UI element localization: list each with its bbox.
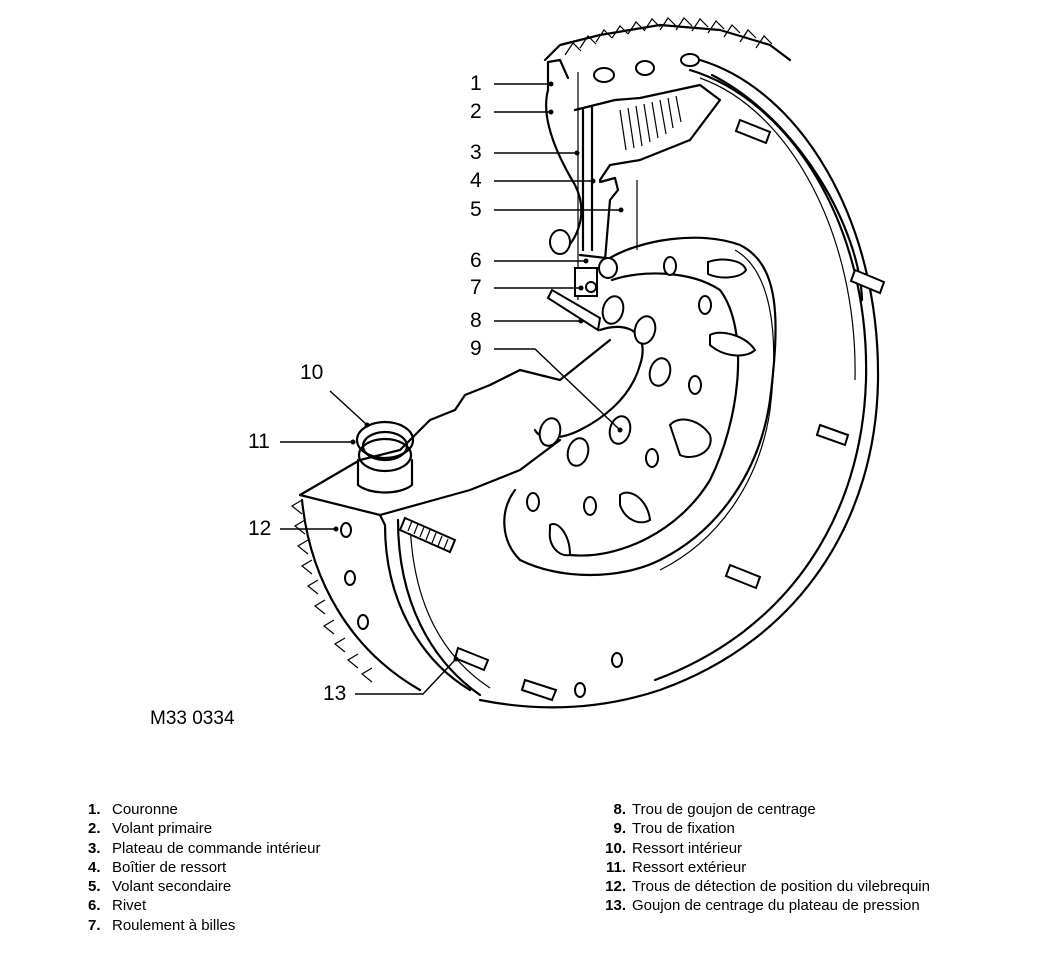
- legend-label: Roulement à billes: [112, 916, 236, 934]
- legend-item: 13. Goujon de centrage du plateau de pres…: [588, 896, 930, 915]
- legend-item: 6. Rivet: [88, 896, 320, 915]
- ring-gear-top: [543, 17, 792, 92]
- legend-number: 5.: [88, 878, 101, 896]
- legend-label: Ressort extérieur: [632, 858, 747, 876]
- legend-item: 9. Trou de fixation: [588, 819, 930, 838]
- legend-number: 12.: [605, 878, 626, 896]
- legend-number: 1.: [88, 801, 101, 818]
- callout-1: 1: [470, 72, 482, 95]
- callout-5: 5: [470, 198, 482, 221]
- legend-number: 8.: [613, 801, 626, 818]
- legend-item: 1. Couronne: [88, 800, 320, 819]
- legend-number: 3.: [88, 839, 101, 857]
- callout-7: 7: [470, 276, 482, 299]
- legend-label: Trous de détection de position du vilebr…: [632, 878, 930, 896]
- legend-item: 10. Ressort intérieur: [588, 839, 930, 858]
- leader-lines: [280, 81, 624, 695]
- legend-right-column: 8. Trou de goujon de centrage 9. Trou de f…: [588, 800, 930, 916]
- legend-number: 13.: [605, 897, 626, 915]
- legend-label: Volant secondaire: [112, 878, 232, 896]
- legend-item: 11. Ressort extérieur: [588, 858, 930, 877]
- legend-item: 8. Trou de goujon de centrage: [588, 800, 930, 819]
- flywheel-cutaway-drawing: [280, 17, 886, 709]
- legend-label: Boîtier de ressort: [112, 858, 227, 876]
- callout-8: 8: [470, 309, 482, 332]
- callout-2: 2: [470, 100, 482, 123]
- callout-13: 13: [323, 682, 347, 705]
- legend-number: 9.: [613, 820, 626, 838]
- legend-left-column: 1. Couronne 2. Volant primaire 3. Plateau d…: [88, 800, 320, 935]
- lower-section: [290, 338, 612, 697]
- cross-section-top: [545, 53, 722, 300]
- legend-label: Goujon de centrage du plateau de pressio…: [632, 897, 920, 915]
- legend-number: 11.: [605, 858, 626, 876]
- outer-rim: [478, 58, 880, 709]
- legend-number: 7.: [88, 916, 101, 934]
- legend-item: 2. Volant primaire: [88, 819, 320, 838]
- legend-label: Rivet: [112, 897, 147, 915]
- outer-studs: [520, 118, 886, 702]
- hub-face: [503, 229, 777, 577]
- legend-label: Plateau de commande intérieur: [112, 839, 321, 857]
- legend-item: 5. Volant secondaire: [88, 877, 320, 896]
- legend-label: Couronne: [112, 801, 178, 818]
- callout-11: 11: [248, 430, 270, 453]
- callout-10: 10: [300, 361, 324, 384]
- callout-12: 12: [248, 517, 272, 540]
- legend-item: 3. Plateau de commande intérieur: [88, 839, 320, 858]
- legend-label: Ressort intérieur: [632, 839, 743, 857]
- callout-4: 4: [470, 169, 482, 192]
- callout-3: 3: [470, 141, 482, 164]
- legend-item: 12. Trous de détection de position du vil…: [588, 877, 930, 896]
- legend-label: Volant primaire: [112, 820, 213, 838]
- legend-number: 4.: [88, 858, 101, 876]
- figure-code: M33 0334: [150, 708, 235, 729]
- callout-6: 6: [470, 249, 482, 272]
- legend-item: 4. Boîtier de ressort: [88, 858, 320, 877]
- callout-9: 9: [470, 337, 482, 360]
- legend-item: 7. Roulement à billes: [88, 916, 320, 935]
- legend-label: Trou de fixation: [632, 820, 735, 838]
- legend-label: Trou de goujon de centrage: [632, 801, 816, 818]
- legend-number: 6.: [88, 897, 101, 915]
- legend-number: 10.: [605, 839, 626, 857]
- legend-number: 2.: [88, 820, 101, 838]
